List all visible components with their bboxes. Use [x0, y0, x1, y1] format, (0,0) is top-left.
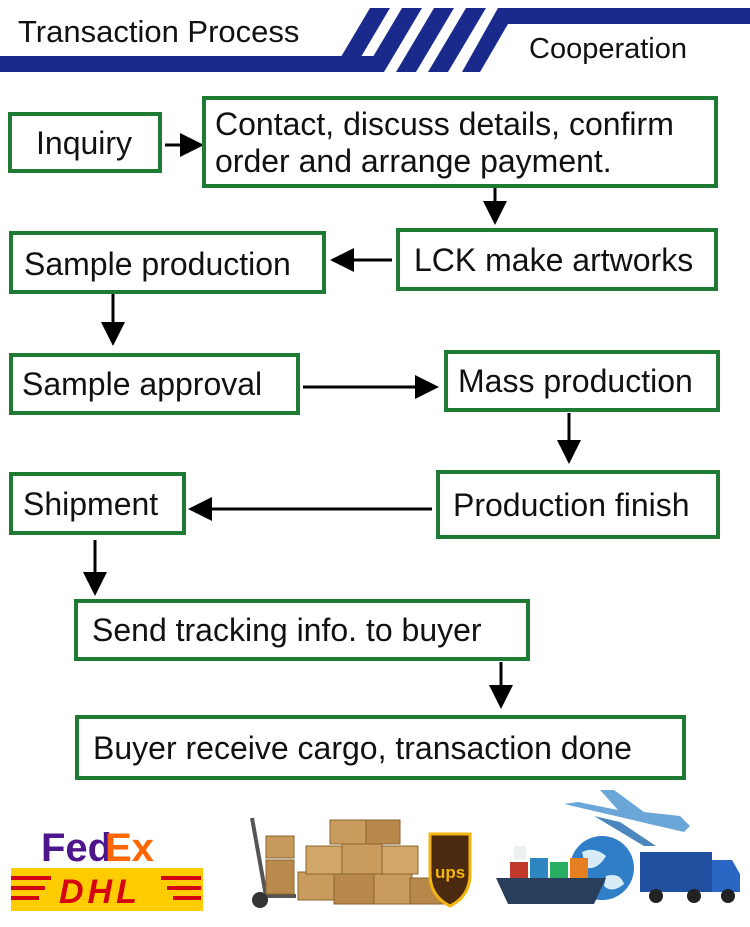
- header-stripe: [396, 8, 454, 72]
- step-label-line2: order and arrange payment.: [215, 143, 612, 179]
- dhl-logo-graphic: DHL: [11, 873, 201, 911]
- step-send-tracking: Send tracking info. to buyer: [74, 599, 530, 661]
- header-bar: [0, 56, 380, 72]
- header-stripe: [428, 8, 486, 72]
- page-title: Transaction Process: [18, 14, 300, 49]
- header-stripe: [332, 8, 390, 72]
- svg-text:ups: ups: [435, 863, 465, 882]
- cargo-boxes-image: ups: [250, 817, 472, 908]
- dhl-logo: DHL: [11, 868, 203, 911]
- step-label-line1: Contact, discuss details, confirm: [215, 106, 674, 142]
- step-label: Buyer receive cargo, transaction done: [93, 730, 632, 766]
- fedex-logo: Fed Ex: [11, 816, 203, 870]
- ups-logo: ups: [428, 832, 472, 908]
- step-production-finish: Production finish: [436, 470, 720, 539]
- step-label: Sample approval: [22, 366, 263, 402]
- step-shipment: Shipment: [9, 472, 186, 535]
- step-label: Send tracking info. to buyer: [92, 612, 482, 648]
- airplane-icon: [564, 790, 690, 846]
- step-artworks: LCK make artworks: [396, 228, 718, 291]
- header-stripe: [364, 8, 422, 72]
- step-inquiry: Inquiry: [8, 112, 162, 173]
- box-pile-icon: [297, 819, 445, 905]
- header-bar: [462, 8, 750, 72]
- step-sample-production: Sample production: [9, 231, 326, 294]
- step-sample-approval: Sample approval: [9, 353, 300, 415]
- step-mass-production: Mass production: [444, 350, 720, 412]
- step-label: Sample production: [24, 246, 291, 282]
- svg-text:Ex: Ex: [105, 826, 154, 868]
- step-buyer-receive: Buyer receive cargo, transaction done: [75, 715, 686, 780]
- ship-icon: [496, 846, 606, 904]
- step-contact: Contact, discuss details, confirm order …: [202, 96, 718, 188]
- step-label: Mass production: [458, 363, 693, 399]
- step-label: Production finish: [453, 487, 690, 523]
- truck-icon: [640, 852, 740, 903]
- transport-image: [496, 790, 740, 904]
- step-label: LCK make artworks: [414, 242, 694, 278]
- step-label: Shipment: [23, 486, 159, 522]
- svg-text:Fed: Fed: [41, 826, 112, 868]
- step-label: Inquiry: [36, 125, 133, 161]
- page-subtitle: Cooperation: [529, 33, 687, 65]
- header-graphic: [0, 8, 750, 72]
- fedex-logo-graphic: Fed Ex: [41, 826, 154, 870]
- svg-text:DHL: DHL: [59, 873, 141, 911]
- hand-truck-icon: [250, 817, 296, 908]
